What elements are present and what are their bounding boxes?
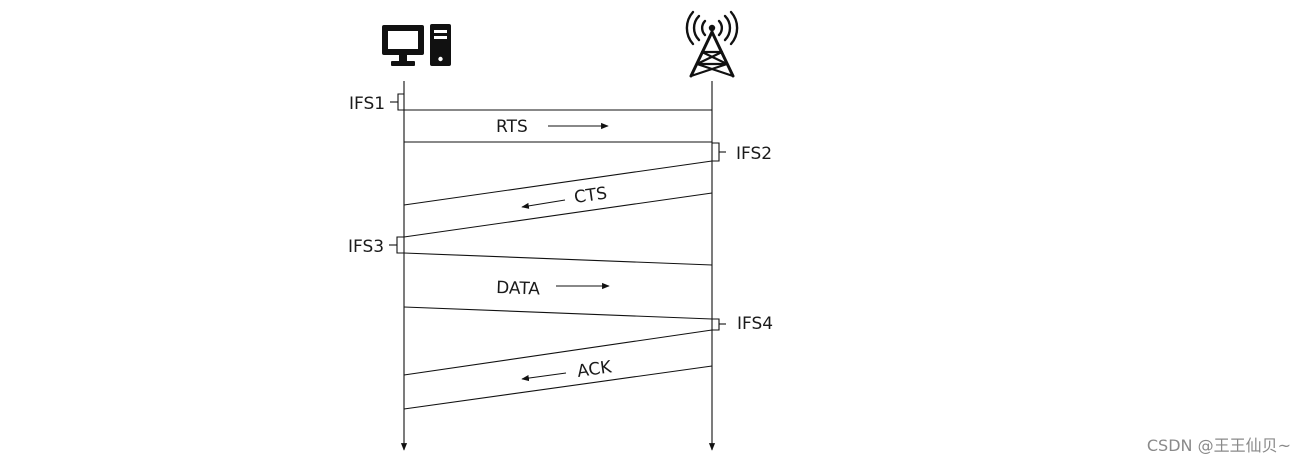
ifs1-bracket bbox=[390, 93, 404, 111]
cts-frame: CTS bbox=[403, 160, 713, 238]
computer-icon bbox=[382, 24, 451, 66]
rts-frame: RTS bbox=[404, 109, 712, 143]
data-label: DATA bbox=[496, 278, 541, 300]
cts-direction-arrow bbox=[521, 199, 566, 209]
ack-direction-arrow bbox=[521, 372, 567, 382]
ifs3-label: IFS3 bbox=[348, 237, 384, 257]
cts-label: CTS bbox=[573, 184, 609, 208]
ack-label: ACK bbox=[576, 357, 614, 382]
data-frame: DATA bbox=[403, 252, 713, 320]
watermark: CSDN @王王仙贝~ bbox=[1146, 436, 1291, 455]
ifs3-bracket bbox=[389, 236, 404, 254]
ifs2-bracket bbox=[712, 142, 726, 162]
ifs2-label: IFS2 bbox=[736, 144, 772, 164]
ifs4-label: IFS4 bbox=[737, 314, 773, 334]
rts-label: RTS bbox=[496, 117, 528, 137]
ack-frame: ACK bbox=[403, 329, 713, 410]
ifs4-bracket bbox=[712, 318, 726, 331]
ifs1-label: IFS1 bbox=[349, 94, 385, 114]
antenna-tower-icon bbox=[685, 10, 739, 78]
